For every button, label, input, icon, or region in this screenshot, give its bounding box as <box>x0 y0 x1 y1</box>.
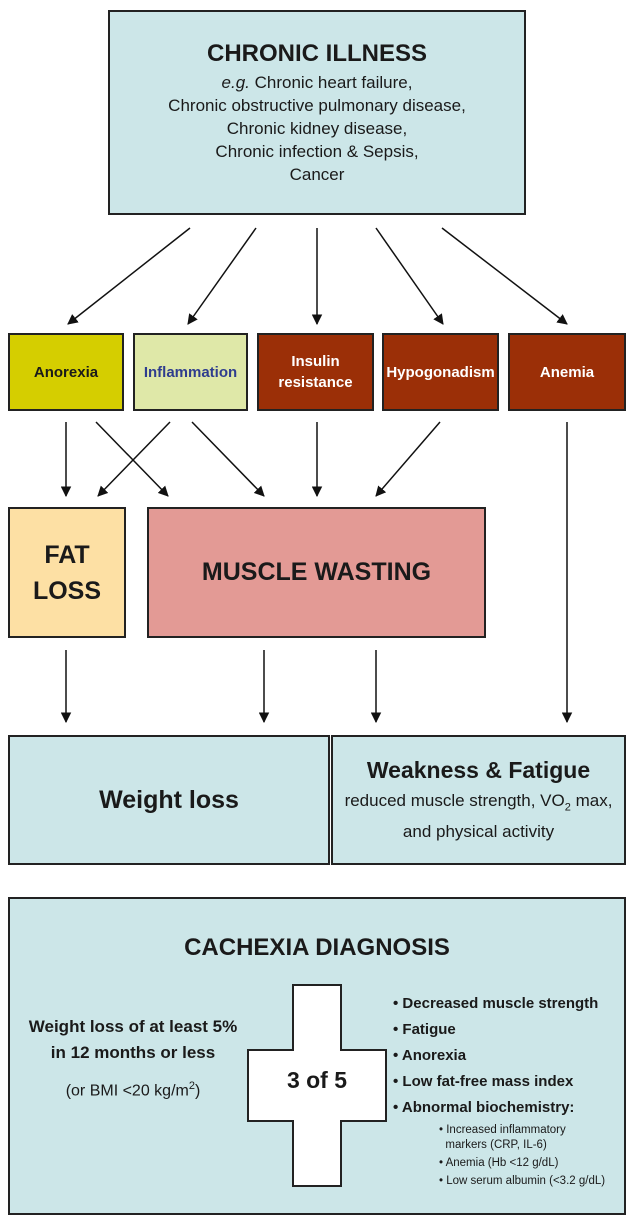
arrow-inflammation-to-muscle <box>191 421 265 497</box>
inflammation-label: Inflammation <box>143 363 238 381</box>
arrow-inflammation-to-fat <box>97 421 171 497</box>
weakness-fatigue-title: Weakness & Fatigue <box>366 757 591 784</box>
insulin-resistance-box: Insulin resistance <box>257 333 374 411</box>
bmi-criterion: (or BMI <20 kg/m2) <box>18 1080 248 1100</box>
kidney-disease-label: Chronic kidney disease, <box>226 118 408 138</box>
infection-sepsis-label: Chronic infection & Sepsis, <box>215 141 419 161</box>
sub-inflammatory-line2: markers (CRP, IL-6) <box>445 1139 547 1151</box>
criteria-list: • Decreased muscle strength • Fatigue • … <box>393 991 605 1192</box>
bmi-text: (or BMI <20 kg/m <box>65 1082 189 1100</box>
anorexia-label: Anorexia <box>33 363 99 381</box>
hypogonadism-label: Hypogonadism <box>386 363 495 381</box>
criterion-fatigue: Fatigue <box>402 1021 456 1038</box>
weight-loss-criterion: Weight loss of at least 5% in 12 months … <box>18 1014 248 1100</box>
inflammation-box: Inflammation <box>133 333 248 411</box>
cancer-label: Cancer <box>289 164 345 184</box>
cachexia-diagnosis-box: CACHEXIA DIAGNOSIS Weight loss of at lea… <box>8 897 626 1215</box>
weakness-detail-line1: reduced muscle strength, VO2 max, <box>345 789 613 819</box>
fat-loss-box: FAT LOSS <box>8 507 126 638</box>
weight-loss-criterion-line1: Weight loss of at least 5% <box>28 1017 238 1036</box>
criterion-fat-free-mass: Low fat-free mass index <box>402 1073 574 1090</box>
criterion-item: • Abnormal biochemistry: <box>393 1099 575 1116</box>
three-of-five-label: 3 of 5 <box>286 1067 348 1093</box>
vo2-subscript: 2 <box>564 801 571 814</box>
sub-item-inflammatory: • Increased inflammatory markers (CRP, I… <box>439 1124 566 1151</box>
arrow-illness-to-hypogonadism <box>375 227 444 325</box>
plus-cross-shape <box>247 984 387 1187</box>
weight-loss-box: Weight loss <box>8 735 330 865</box>
sub-item-albumin: • Low serum albumin (<3.2 g/dL) <box>439 1175 606 1187</box>
arrow-illness-to-inflammation <box>187 227 257 325</box>
weakness-detail-text: reduced muscle strength, VO <box>344 791 565 811</box>
chronic-illness-box: CHRONIC ILLNESS e.g. Chronic heart failu… <box>108 10 526 215</box>
biochemistry-sublist: • Increased inflammatory markers (CRP, I… <box>439 1123 605 1189</box>
bmi-close: ) <box>194 1082 201 1100</box>
criterion-muscle-strength: Decreased muscle strength <box>402 995 599 1012</box>
weakness-detail-line2: and physical activity <box>402 821 555 841</box>
chronic-illness-example-line: e.g. Chronic heart failure, <box>222 71 413 94</box>
eg-prefix: e.g. <box>221 72 250 92</box>
arrow-hypogonadism-to-muscle <box>375 421 441 497</box>
diagnosis-title: CACHEXIA DIAGNOSIS <box>184 934 450 961</box>
criterion-item: • Anorexia <box>393 1047 467 1064</box>
sub-item-anemia: • Anemia (Hb <12 g/dL) <box>439 1157 559 1169</box>
criterion-item: • Fatigue <box>393 1021 456 1038</box>
anemia-label: Anemia <box>539 363 595 381</box>
criterion-item: • Low fat-free mass index <box>393 1073 574 1090</box>
muscle-wasting-box: MUSCLE WASTING <box>147 507 486 638</box>
sub-inflammatory-line1: Increased inflammatory <box>446 1124 566 1136</box>
anemia-box: Anemia <box>508 333 626 411</box>
muscle-wasting-label: MUSCLE WASTING <box>201 558 432 586</box>
copd-label: Chronic obstructive pulmonary disease, <box>168 95 466 115</box>
weakness-fatigue-box: Weakness & Fatigue reduced muscle streng… <box>331 735 626 865</box>
criterion-item: • Decreased muscle strength <box>393 995 599 1012</box>
anorexia-box: Anorexia <box>8 333 124 411</box>
heart-failure-label: Chronic heart failure, <box>249 72 413 92</box>
weight-loss-criterion-line2: in 12 months or less <box>50 1043 216 1062</box>
hypogonadism-box: Hypogonadism <box>382 333 499 411</box>
criterion-biochemistry: Abnormal biochemistry: <box>401 1099 575 1116</box>
fat-loss-line2: LOSS <box>32 576 102 605</box>
sub-anemia-text: Anemia (Hb <12 g/dL) <box>445 1157 559 1169</box>
fat-loss-line1: FAT <box>44 540 90 569</box>
bmi-superscript: 2 <box>188 1080 195 1092</box>
chronic-illness-title: CHRONIC ILLNESS <box>206 39 427 67</box>
insulin-label-line2: resistance <box>278 374 353 391</box>
arrow-anorexia-to-muscle <box>95 421 169 497</box>
arrow-illness-to-anorexia <box>67 227 191 325</box>
insulin-label-line1: Insulin <box>291 353 340 370</box>
criterion-anorexia: Anorexia <box>401 1047 467 1064</box>
weight-loss-label: Weight loss <box>99 785 239 814</box>
arrow-illness-to-anemia <box>441 227 568 325</box>
weakness-detail-max: max, <box>570 791 613 811</box>
sub-albumin-text: Low serum albumin (<3.2 g/dL) <box>446 1175 606 1187</box>
